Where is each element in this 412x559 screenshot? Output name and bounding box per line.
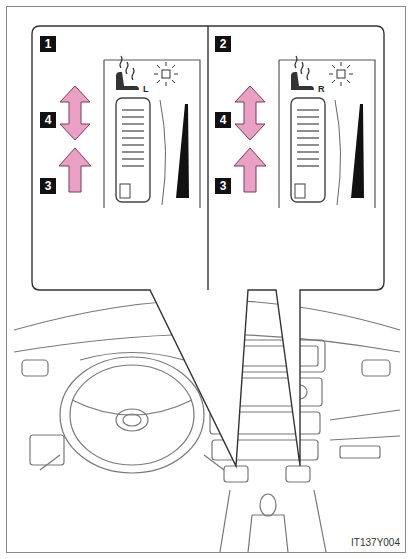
callout-number: 3 xyxy=(40,178,56,194)
callout-number: 2 xyxy=(215,36,231,52)
callout-number: 4 xyxy=(40,112,56,128)
side-mark: R xyxy=(318,84,325,94)
figure-code: IT137Y004 xyxy=(351,537,400,549)
side-mark: L xyxy=(143,84,149,94)
callout-number: 3 xyxy=(215,178,231,194)
callout-number: 1 xyxy=(40,36,56,52)
callout-number: 4 xyxy=(215,112,231,128)
